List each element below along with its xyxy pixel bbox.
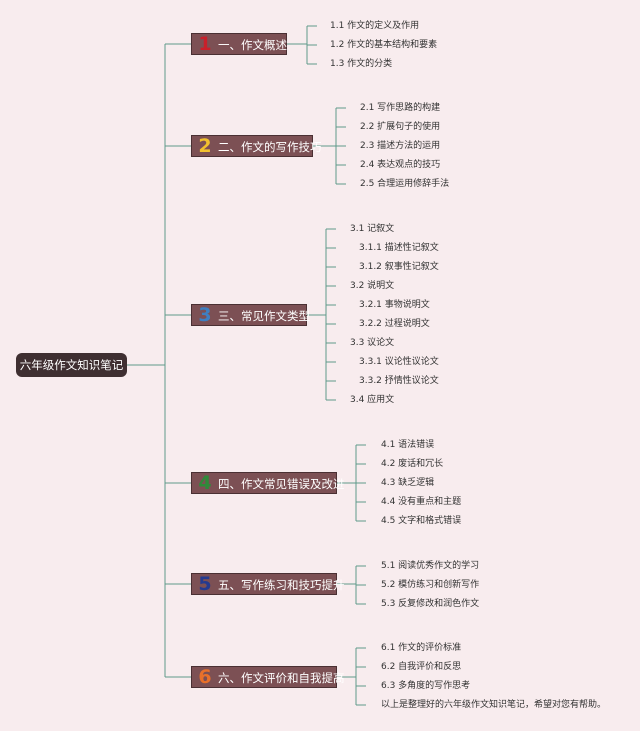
leaf-item[interactable]: 3.3.1 议论性议论文 xyxy=(359,357,439,367)
branch-number: 2 xyxy=(198,135,212,157)
leaf-item[interactable]: 3.1.2 叙事性记叙文 xyxy=(359,262,439,272)
branch-number: 4 xyxy=(198,472,212,494)
leaf-item[interactable]: 1.3 作文的分类 xyxy=(330,59,393,69)
branch-node-2[interactable]: 2 二、作文的写作技巧 xyxy=(191,135,322,157)
leaf-item[interactable]: 6.2 自我评价和反思 xyxy=(381,662,462,672)
branch-number: 6 xyxy=(198,666,212,688)
leaf-item[interactable]: 1.2 作文的基本结构和要素 xyxy=(330,40,438,50)
branch-label: 五、写作练习和技巧提升 xyxy=(218,578,345,592)
leaf-item[interactable]: 6.1 作文的评价标准 xyxy=(381,643,462,653)
branch-node-3[interactable]: 3 三、常见作文类型 xyxy=(191,304,310,326)
leaf-item[interactable]: 2.2 扩展句子的使用 xyxy=(360,122,441,132)
leaf-item[interactable]: 5.2 模仿练习和创新写作 xyxy=(381,580,480,590)
leaf-item[interactable]: 3.4 应用文 xyxy=(350,395,395,405)
leaf-item[interactable]: 3.1 记叙文 xyxy=(350,224,395,234)
branch-node-6[interactable]: 6 六、作文评价和自我提高 xyxy=(191,666,345,688)
branch-label: 六、作文评价和自我提高 xyxy=(218,671,345,685)
leaf-item[interactable]: 4.5 文字和格式错误 xyxy=(381,516,462,526)
branch-number: 1 xyxy=(198,33,212,55)
branch-node-1[interactable]: 1 一、作文概述 xyxy=(191,33,287,55)
leaf-item[interactable]: 4.4 没有重点和主题 xyxy=(381,497,462,507)
branch-label: 三、常见作文类型 xyxy=(218,309,310,323)
branch-node-5[interactable]: 5 五、写作练习和技巧提升 xyxy=(191,573,345,595)
leaf-item[interactable]: 2.3 描述方法的运用 xyxy=(360,141,441,151)
branch-label: 一、作文概述 xyxy=(218,38,287,52)
leaf-item[interactable]: 6.3 多角度的写作思考 xyxy=(381,681,471,691)
leaf-item[interactable]: 3.1.1 描述性记叙文 xyxy=(359,243,439,253)
leaf-item[interactable]: 4.1 语法错误 xyxy=(381,440,435,450)
leaf-item[interactable]: 5.1 阅读优秀作文的学习 xyxy=(381,561,480,571)
leaf-item[interactable]: 3.2.2 过程说明文 xyxy=(359,319,430,329)
leaf-item[interactable]: 1.1 作文的定义及作用 xyxy=(330,21,420,31)
leaf-item[interactable]: 以上是整理好的六年级作文知识笔记，希望对您有帮助。 xyxy=(381,700,607,710)
leaf-item[interactable]: 3.3.2 抒情性议论文 xyxy=(359,376,439,386)
branch-label: 二、作文的写作技巧 xyxy=(218,140,322,154)
branch-number: 5 xyxy=(198,573,212,595)
branch-label: 四、作文常见错误及改进 xyxy=(218,477,345,491)
branch-number: 3 xyxy=(198,304,212,326)
leaf-item[interactable]: 4.3 缺乏逻辑 xyxy=(381,478,435,488)
root-node[interactable]: 六年级作文知识笔记 xyxy=(16,353,127,377)
leaf-item[interactable]: 3.2.1 事物说明文 xyxy=(359,300,430,310)
leaf-item[interactable]: 3.3 议论文 xyxy=(350,338,395,348)
leaf-item[interactable]: 2.5 合理运用修辞手法 xyxy=(360,179,450,189)
leaf-item[interactable]: 4.2 废话和冗长 xyxy=(381,459,444,469)
leaf-item[interactable]: 5.3 反复修改和润色作文 xyxy=(381,599,480,609)
branch-node-4[interactable]: 4 四、作文常见错误及改进 xyxy=(191,472,345,494)
leaf-item[interactable]: 2.4 表达观点的技巧 xyxy=(360,160,441,170)
leaf-item[interactable]: 3.2 说明文 xyxy=(350,281,395,291)
leaf-item[interactable]: 2.1 写作思路的构建 xyxy=(360,103,441,113)
